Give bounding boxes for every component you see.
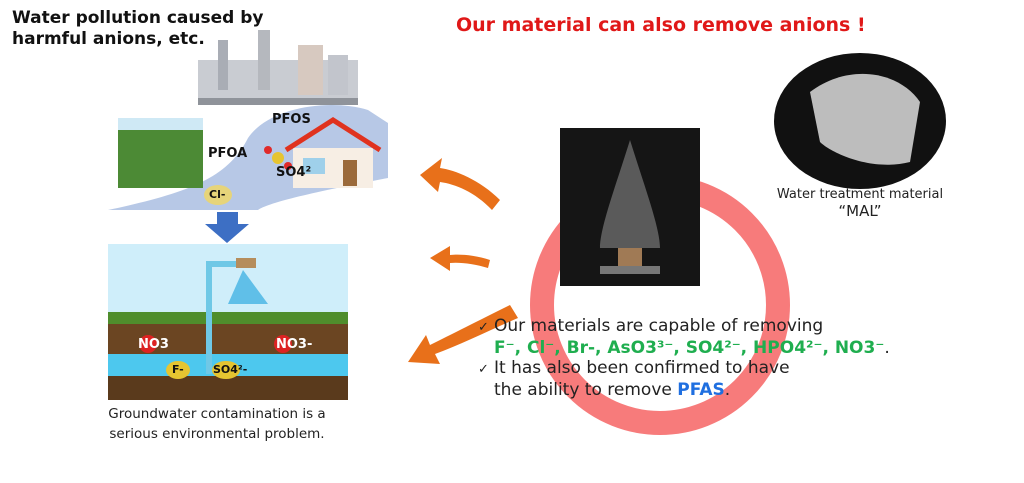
caption-line: Groundwater contamination is a [108, 406, 326, 422]
arrow-icon [420, 158, 500, 210]
groundwater-illustration [108, 244, 348, 400]
down-arrow-icon [205, 212, 249, 243]
anion-list: F⁻, Cl⁻, Br-, AsO3³⁻, SO4²⁻, HPO4²⁻, NO3… [478, 338, 890, 358]
capability-text: the ability to remove [494, 380, 678, 400]
headline: Our material can also remove anions ! [456, 14, 866, 36]
check-icon: ✓ [478, 362, 489, 377]
period: . [724, 380, 731, 400]
river-scene-illustration [108, 105, 388, 210]
material-name: “MAL” [838, 202, 882, 220]
title-line: Water pollution caused by [12, 8, 264, 28]
title: Water pollution caused by harmful anions… [12, 8, 263, 50]
arrow-icon [430, 246, 490, 271]
no3-label: NO3 [138, 337, 169, 352]
material-caption: Water treatment material “MAL” [760, 186, 960, 220]
cl-label: Cl- [209, 188, 226, 201]
capability-item: ✓ Our materials are capable of removing [478, 316, 890, 338]
pfas-text: PFAS [677, 380, 725, 400]
capabilities-list: ✓ Our materials are capable of removing F… [478, 316, 890, 400]
capability-item: ✓ It has also been confirmed to have [478, 358, 890, 380]
capability-text: Our materials are capable of removing [494, 316, 824, 336]
pfoa-label: PFOA [208, 146, 248, 161]
capability-text: It has also been confirmed to have [494, 358, 790, 378]
period: . [884, 338, 890, 358]
orange-arrows [408, 158, 518, 364]
so4-label: SO4² [276, 165, 312, 180]
material-caption-text: Water treatment material [776, 187, 944, 202]
title-line: harmful anions, etc. [12, 29, 205, 49]
factory-illustration [198, 30, 358, 105]
material-bottle-photo [560, 128, 700, 286]
capability-text-cont: the ability to remove PFAS. [478, 380, 890, 400]
no3-label: NO3- [276, 337, 313, 352]
check-icon: ✓ [478, 320, 489, 335]
groundwater-caption: Groundwater contamination is a serious e… [72, 404, 362, 444]
f-label: F- [172, 363, 184, 376]
pfos-label: PFOS [272, 112, 311, 127]
arrow-icon [408, 305, 518, 364]
mal-microscope-photo [774, 53, 946, 189]
caption-line: serious environmental problem. [109, 426, 325, 442]
anion-text: F⁻, Cl⁻, Br-, AsO3³⁻, SO4²⁻, HPO4²⁻, NO3… [494, 338, 885, 358]
so4-label: SO4²- [213, 363, 248, 376]
